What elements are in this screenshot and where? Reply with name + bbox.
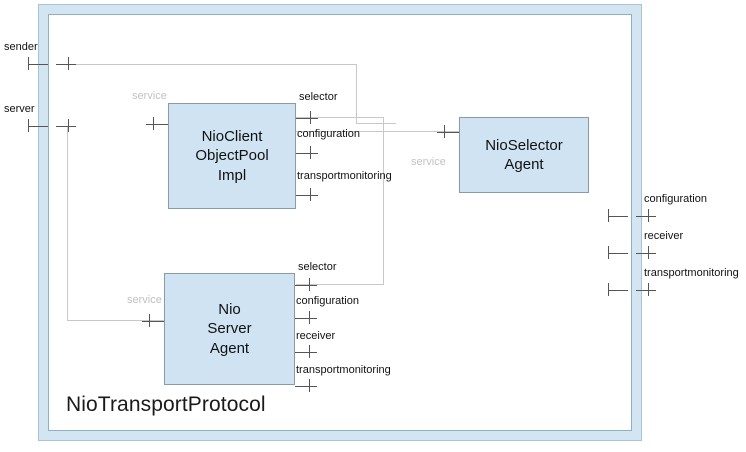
port-tick bbox=[444, 125, 445, 138]
port-tick-outer bbox=[648, 246, 649, 259]
component-port-client-selector[interactable] bbox=[296, 111, 318, 125]
port-stub bbox=[295, 352, 317, 353]
port-stub bbox=[296, 153, 318, 154]
connector-server-h bbox=[67, 320, 192, 321]
component-label: NioSelector Agent bbox=[485, 136, 563, 173]
component-label: NioClient ObjectPool Impl bbox=[195, 128, 269, 184]
port-bar-outer bbox=[28, 64, 48, 65]
component-nioclientobjectpoolimpl[interactable]: NioClient ObjectPool Impl bbox=[168, 103, 296, 209]
port-bar-inner bbox=[608, 253, 628, 254]
component-port-label-server-service: service bbox=[127, 294, 162, 306]
port-bar-inner bbox=[608, 216, 628, 217]
port-tick bbox=[310, 146, 311, 159]
port-tick bbox=[149, 314, 150, 327]
component-port-server-receiver[interactable] bbox=[295, 345, 317, 359]
connector-sender-v bbox=[356, 64, 357, 123]
connector-server-v bbox=[67, 126, 68, 320]
port-tick-inner bbox=[608, 283, 609, 296]
port-stub bbox=[296, 118, 318, 119]
connector-sender-h1 bbox=[68, 64, 356, 65]
boundary-port-label-configuration: configuration bbox=[644, 193, 707, 205]
port-stub bbox=[296, 195, 318, 196]
frame-title: NioTransportProtocol bbox=[66, 393, 266, 416]
component-port-server-selector[interactable] bbox=[295, 278, 317, 292]
component-port-label-server-configuration: configuration bbox=[296, 295, 359, 307]
component-nioserveragent[interactable]: Nio Server Agent bbox=[164, 273, 295, 385]
port-bar-outer bbox=[636, 253, 656, 254]
port-stub bbox=[437, 132, 459, 133]
component-port-label-server-receiver: receiver bbox=[296, 330, 336, 342]
port-bar-inner bbox=[608, 290, 628, 291]
component-port-label-selectoragent-service: service bbox=[411, 156, 446, 168]
component-port-server-transportmonitoring[interactable] bbox=[295, 379, 317, 393]
boundary-port-transportmonitoring[interactable] bbox=[608, 283, 656, 297]
connector-selector-h1 bbox=[296, 117, 384, 118]
boundary-port-configuration[interactable] bbox=[608, 209, 656, 223]
connector-selector-v bbox=[383, 117, 384, 284]
port-tick bbox=[309, 311, 310, 324]
port-tick-outer bbox=[28, 119, 29, 132]
port-tick-inner bbox=[608, 246, 609, 259]
port-tick bbox=[309, 278, 310, 291]
frame-outer-border bbox=[38, 4, 642, 441]
port-tick-outer bbox=[648, 209, 649, 222]
port-stub bbox=[295, 386, 317, 387]
port-bar-inner bbox=[56, 64, 76, 65]
port-bar-outer bbox=[636, 290, 656, 291]
boundary-port-label-receiver: receiver bbox=[644, 230, 684, 242]
boundary-port-server[interactable] bbox=[28, 119, 76, 133]
port-stub bbox=[142, 321, 164, 322]
connector-selector-h2 bbox=[296, 284, 384, 285]
port-tick-outer bbox=[28, 57, 29, 70]
component-port-selectoragent-service[interactable] bbox=[437, 125, 459, 139]
frame-inner-border bbox=[48, 14, 632, 431]
port-stub bbox=[295, 285, 317, 286]
boundary-port-label-transportmonitoring: transportmonitoring bbox=[644, 267, 739, 279]
port-tick-outer bbox=[648, 283, 649, 296]
port-tick bbox=[309, 345, 310, 358]
component-label: Nio Server Agent bbox=[207, 301, 252, 357]
boundary-port-sender[interactable] bbox=[28, 57, 76, 71]
port-tick-inner bbox=[68, 57, 69, 70]
component-port-label-client-service: service bbox=[132, 90, 167, 102]
component-port-server-configuration[interactable] bbox=[295, 311, 317, 325]
port-tick bbox=[309, 379, 310, 392]
port-bar-inner bbox=[56, 126, 76, 127]
port-tick-inner bbox=[68, 119, 69, 132]
boundary-port-label-server: server bbox=[4, 103, 35, 115]
port-stub bbox=[146, 124, 168, 125]
port-bar-outer bbox=[636, 216, 656, 217]
component-port-label-client-selector: selector bbox=[299, 91, 338, 103]
port-tick-inner bbox=[608, 209, 609, 222]
component-port-client-service[interactable] bbox=[146, 117, 168, 131]
port-stub bbox=[295, 318, 317, 319]
component-nioselectoragent[interactable]: NioSelector Agent bbox=[459, 117, 589, 193]
connector-configuration-h bbox=[296, 131, 483, 132]
component-port-label-client-configuration: configuration bbox=[297, 128, 360, 140]
component-port-label-server-transportmonitoring: transportmonitoring bbox=[296, 364, 391, 376]
boundary-port-label-sender: sender bbox=[4, 41, 38, 53]
component-port-label-server-selector: selector bbox=[298, 261, 337, 273]
boundary-port-receiver[interactable] bbox=[608, 246, 656, 260]
component-port-server-service[interactable] bbox=[142, 314, 164, 328]
port-bar-outer bbox=[28, 126, 48, 127]
port-tick bbox=[310, 188, 311, 201]
component-port-label-client-transportmonitoring: transportmonitoring bbox=[297, 170, 392, 182]
component-port-client-transportmonitoring[interactable] bbox=[296, 188, 318, 202]
connector-sender-h2 bbox=[356, 123, 396, 124]
port-tick bbox=[153, 117, 154, 130]
component-port-client-configuration[interactable] bbox=[296, 146, 318, 160]
port-tick bbox=[310, 111, 311, 124]
